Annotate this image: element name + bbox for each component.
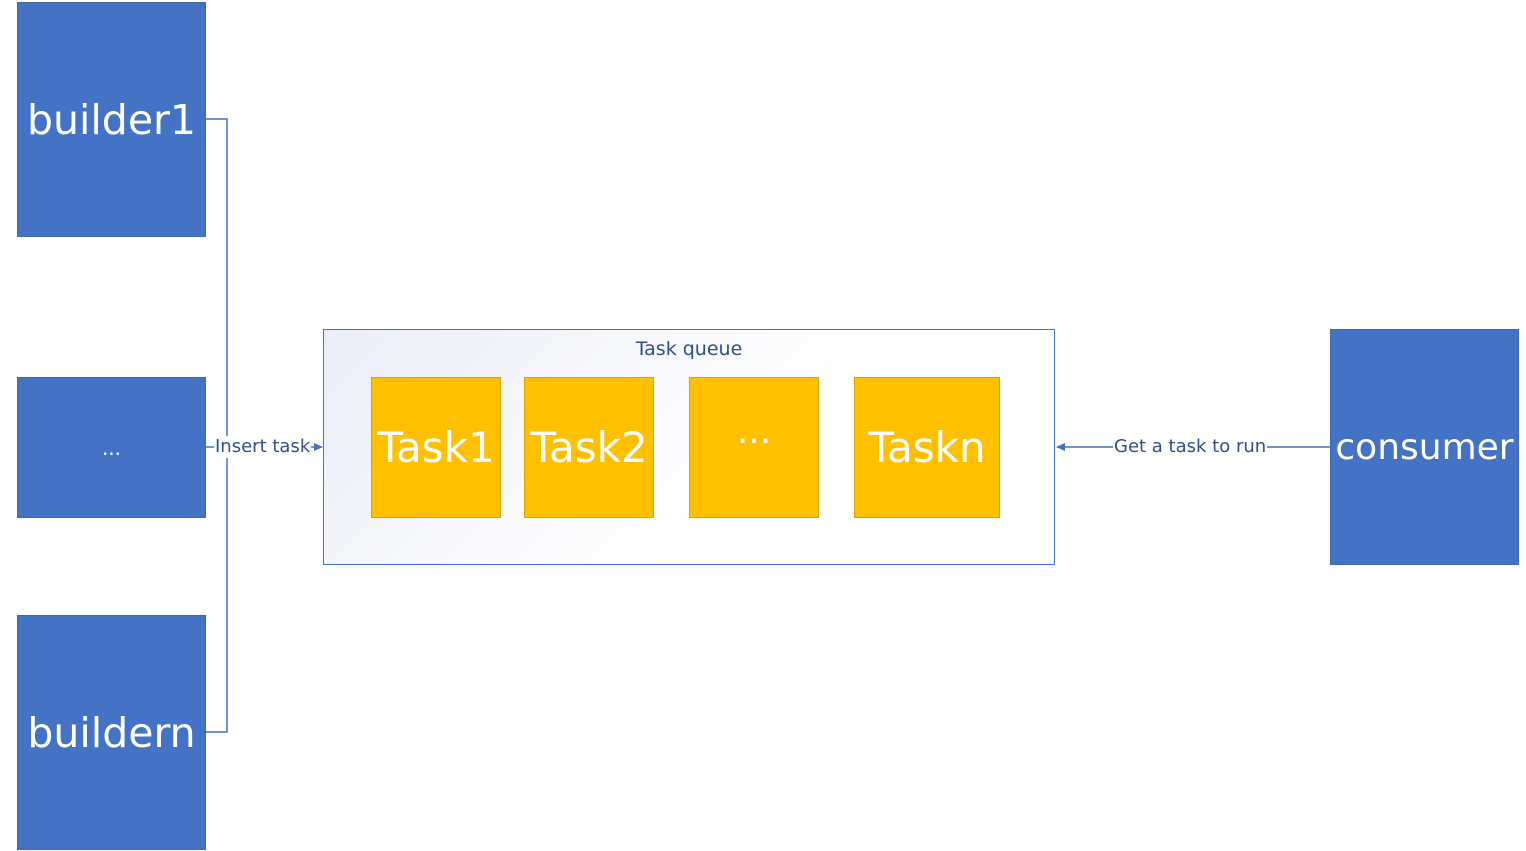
buildern-connector: [205, 447, 228, 733]
task-queue-title: Task queue: [635, 338, 743, 360]
builder1-connector: [205, 118, 228, 447]
task-1-node: Task1: [371, 377, 501, 518]
task-2-label: Task2: [530, 423, 648, 472]
builder-middle-node: ...: [17, 377, 206, 518]
builder-middle-label: ...: [101, 435, 122, 460]
builder1-node: builder1: [17, 2, 206, 237]
task-1-label: Task1: [377, 423, 495, 472]
task-n-node: Taskn: [854, 377, 1000, 518]
consumer-node: consumer: [1330, 329, 1519, 565]
task-n-label: Taskn: [868, 423, 986, 472]
buildern-label: buildern: [27, 708, 196, 757]
task-ellipsis-label: ···: [736, 421, 772, 462]
consumer-label: consumer: [1335, 426, 1514, 468]
get-task-label: Get a task to run: [1113, 436, 1268, 458]
builder1-label: builder1: [27, 95, 196, 144]
task-ellipsis-node: ···: [689, 377, 819, 518]
buildern-node: buildern: [17, 615, 206, 850]
task-2-node: Task2: [524, 377, 654, 518]
insert-task-label: Insert task: [214, 436, 312, 458]
